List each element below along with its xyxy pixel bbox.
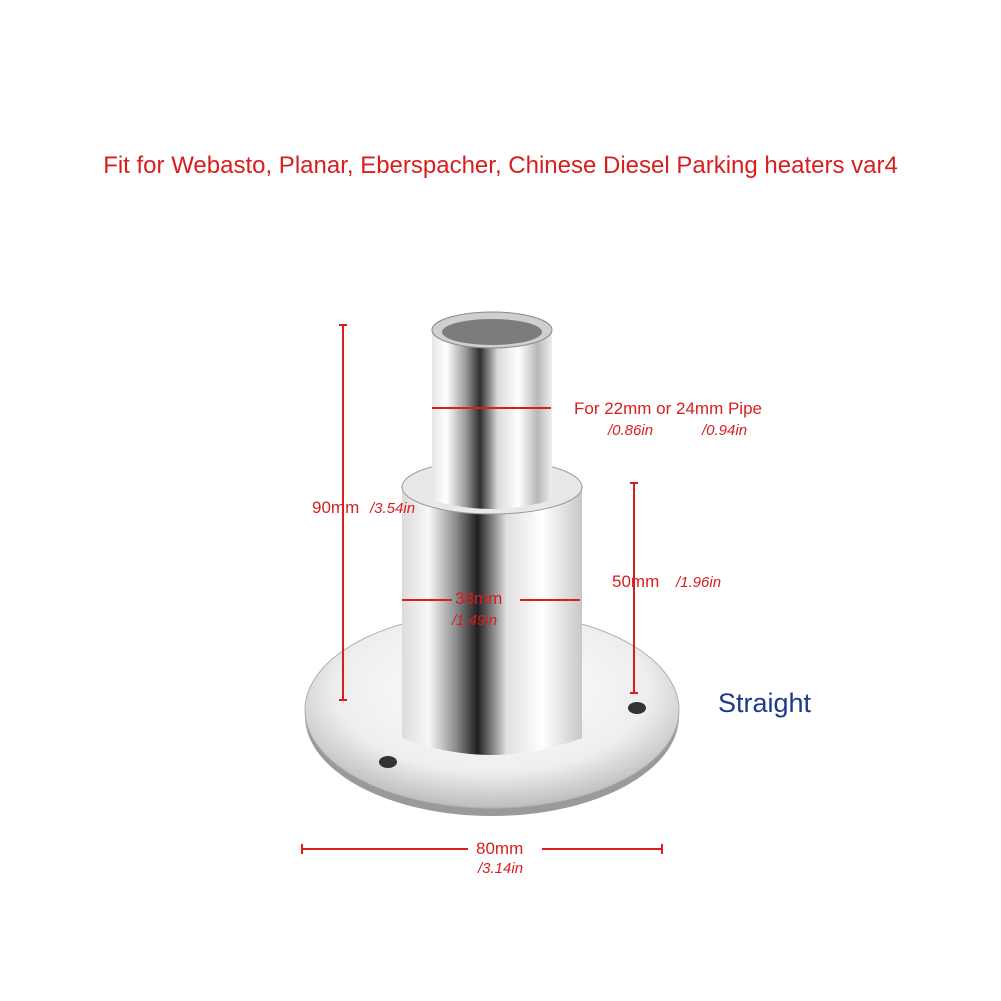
base-width-in: /3.14in [478,860,524,877]
pipe-opening [442,319,542,345]
body-width-label: 38mm [455,589,503,608]
pipe-diameter-in-a: /0.86in [608,422,654,439]
total-height-in: /3.54in [370,500,416,517]
dimension-lines [301,324,663,854]
pipe-diameter-label: For 22mm or 24mm Pipe [574,399,762,418]
body-height-in: /1.96in [676,574,722,591]
product-title: Fit for Webasto, Planar, Eberspacher, Ch… [103,152,898,179]
total-height-label: 90mm [312,498,360,517]
pipe-diameter-in-b: /0.94in [702,422,748,439]
mounting-hole [628,702,646,714]
mounting-hole [379,756,397,768]
pipe-cylinder [431,311,553,509]
body-height-label: 50mm [612,572,660,591]
body-width-in: /1.49in [452,612,498,629]
base-width-label: 80mm [476,839,524,858]
variant-label: Straight [718,688,812,718]
